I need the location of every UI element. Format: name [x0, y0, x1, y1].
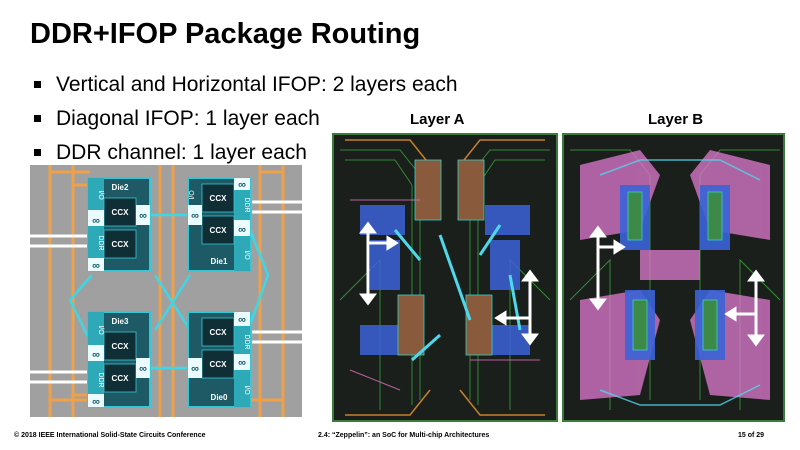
die-3-ifop-right: ∞ [139, 363, 147, 375]
die-1-io-left: I/O [189, 190, 196, 200]
bullet-item: Vertical and Horizontal IFOP: 2 layers e… [32, 70, 458, 104]
die-0: Die0 CCX CCX ∞ ∞ ∞ DDR I/O [187, 311, 251, 408]
bullet-square-icon [34, 81, 41, 88]
die-3-ifop-bottom: ∞ [92, 396, 100, 408]
die-1-ifop-right: ∞ [238, 224, 246, 236]
die-1-ifop-top: ∞ [238, 179, 246, 191]
die-1-name: Die1 [211, 257, 228, 266]
die-1-ccx-bottom: CCX [210, 226, 228, 235]
die-3-ccx-top: CCX [112, 342, 130, 351]
die-2-io: I/O [97, 190, 104, 200]
footer-page-number: 15 of 29 [738, 432, 765, 439]
die-0-io: I/O [243, 385, 250, 395]
die-1-ddr: DDR [243, 197, 250, 212]
layer-b-routing-image [562, 133, 785, 422]
footer-copyright: © 2018 IEEE International Solid-State Ci… [14, 432, 206, 439]
bullet-text: Vertical and Horizontal IFOP: 2 layers e… [56, 73, 458, 96]
ifop-links [68, 213, 270, 370]
die-2-ifop-left: ∞ [92, 215, 100, 227]
layer-a-label: Layer A [410, 111, 465, 128]
die-0-ccx-top: CCX [210, 328, 228, 337]
die-2-ifop-bottom: ∞ [92, 260, 100, 272]
die-3-ifop-left: ∞ [92, 349, 100, 361]
footer-session-title: 2.4: “Zeppelin”: an SoC for Multi-chip A… [318, 432, 490, 439]
bullet-item: DDR channel: 1 layer each [32, 138, 458, 172]
die-2-ddr: DDR [97, 235, 104, 250]
die-3-ddr: DDR [97, 372, 104, 387]
die-3-ccx-bottom: CCX [112, 374, 130, 383]
ddr-channel-lines [30, 200, 302, 384]
slide-title: DDR+IFOP Package Routing [30, 18, 421, 50]
die-0-ddr: DDR [243, 334, 250, 349]
bullet-square-icon [34, 115, 41, 122]
bullet-text: Diagonal IFOP: 1 layer each [56, 107, 320, 130]
die-2-name: Die2 [112, 183, 129, 192]
layer-a-routing-image [332, 133, 558, 422]
die-2: Die2 CCX CCX ∞ ∞ ∞ I/O DDR [87, 177, 151, 272]
bullet-item: Diagonal IFOP: 1 layer each [32, 104, 458, 138]
die-2-ifop-right: ∞ [139, 210, 147, 222]
die-1: Die1 CCX CCX ∞ ∞ ∞ I/O DDR I/O [187, 177, 251, 272]
die-2-ccx-top: CCX [112, 208, 130, 217]
die-1-io: I/O [243, 250, 250, 260]
die-0-ifop-top: ∞ [238, 314, 246, 326]
bullet-list: Vertical and Horizontal IFOP: 2 layers e… [32, 70, 458, 172]
die-1-ifop-left: ∞ [191, 210, 199, 222]
die-0-ifop-right: ∞ [238, 357, 246, 369]
bullet-square-icon [34, 149, 41, 156]
die-0-name: Die0 [211, 393, 228, 402]
die-0-ifop-left: ∞ [191, 363, 199, 375]
layer-b-label: Layer B [648, 111, 704, 128]
bullet-text: DDR channel: 1 layer each [56, 141, 307, 164]
die-3: Die3 CCX CCX ∞ ∞ ∞ I/O DDR [87, 311, 151, 408]
die-2-ccx-bottom: CCX [112, 240, 130, 249]
die-0-ccx-bottom: CCX [210, 360, 228, 369]
die-3-name: Die3 [112, 317, 129, 326]
die-1-ccx-top: CCX [210, 194, 228, 203]
die-3-io: I/O [97, 325, 104, 335]
